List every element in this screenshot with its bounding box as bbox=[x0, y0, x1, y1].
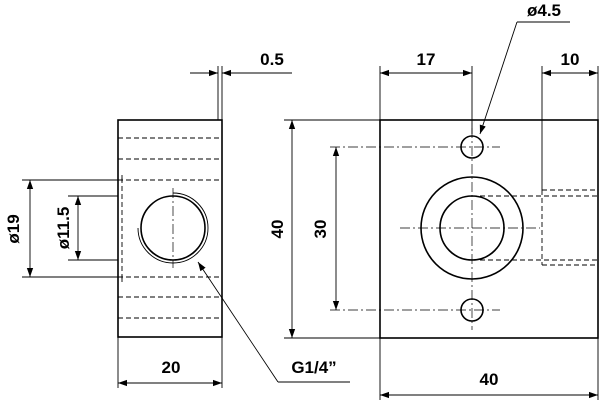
dim-side-width: 20 bbox=[117, 337, 223, 388]
side-view bbox=[117, 119, 223, 338]
front-view bbox=[330, 119, 599, 339]
dim-hole-offset: 17 bbox=[379, 50, 473, 134]
side-view-body bbox=[117, 119, 223, 338]
dim-label-inner-diameter: ø11.5 bbox=[54, 207, 73, 250]
thread-leader: G1/4” bbox=[197, 261, 350, 383]
dim-label-front-width: 40 bbox=[480, 370, 499, 389]
thread-root-arc bbox=[137, 192, 209, 264]
dim-label-front-height: 40 bbox=[268, 220, 287, 239]
dim-front-width: 40 bbox=[379, 338, 599, 400]
hole-diameter-leader: ø4.5 bbox=[479, 1, 570, 135]
dim-front-height: 40 bbox=[268, 119, 380, 339]
dim-outer-diameter: ø19 bbox=[4, 179, 118, 278]
thread-label: G1/4” bbox=[291, 358, 336, 377]
dim-inner-diameter: ø11.5 bbox=[54, 195, 118, 261]
dim-label-outer-diameter: ø19 bbox=[4, 214, 23, 243]
dim-label-side-offset: 0.5 bbox=[260, 50, 284, 69]
dim-label-hole-spacing: 30 bbox=[311, 220, 330, 239]
front-view-body bbox=[379, 119, 599, 339]
dim-label-side-width: 20 bbox=[162, 358, 181, 377]
dim-hole-spacing: 30 bbox=[311, 147, 340, 310]
dim-label-hole-offset: 17 bbox=[417, 50, 436, 69]
dim-side-port-offset: 10 bbox=[541, 50, 599, 190]
dim-side-offset: 0.5 bbox=[190, 50, 292, 120]
dim-label-side-port-offset: 10 bbox=[561, 50, 580, 69]
dim-label-hole-diameter: ø4.5 bbox=[527, 1, 561, 20]
